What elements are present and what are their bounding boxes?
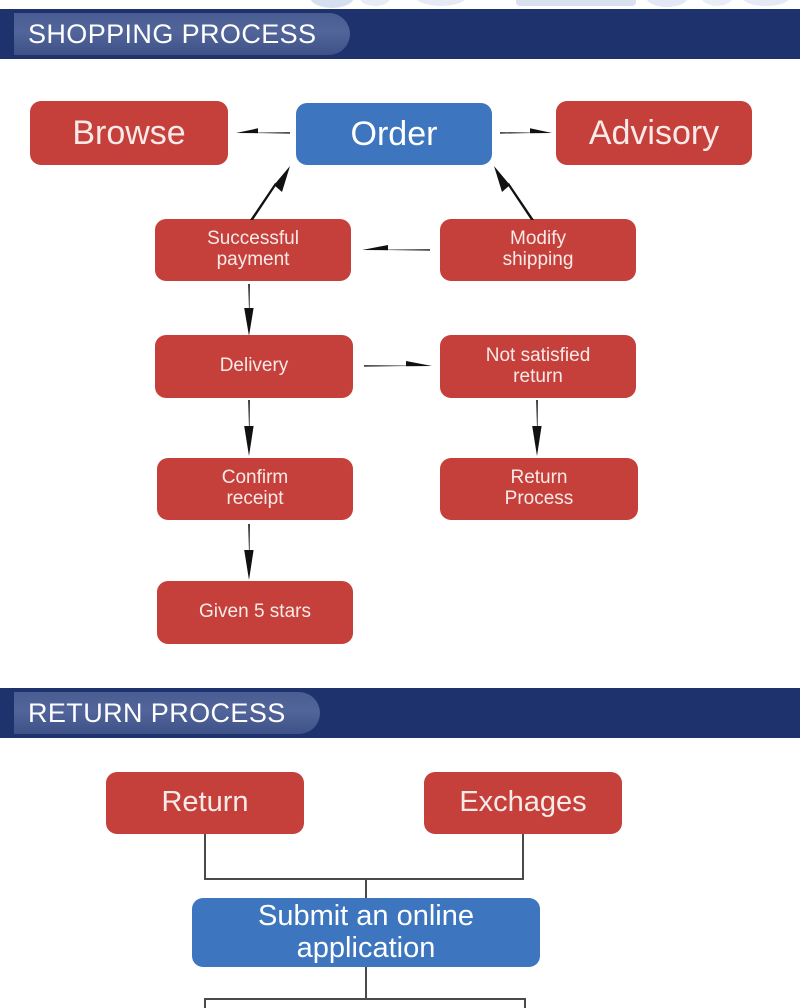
node-advisory[interactable]: Advisory: [556, 101, 752, 165]
connector-merge-to-submit: [365, 878, 367, 900]
connector-submit-down: [365, 967, 367, 999]
node-modify-shipping[interactable]: Modify shipping: [440, 219, 636, 281]
watermark-blob: [516, 0, 636, 6]
arrow-order-to-modify-shipping: [494, 166, 534, 220]
arrow-delivery-to-confirm-receipt: [244, 400, 254, 456]
node-browse[interactable]: Browse: [30, 101, 228, 165]
node-not-satisfied-return-label: Not satisfied return: [485, 344, 591, 387]
watermark-blob: [742, 0, 790, 6]
node-exchages[interactable]: Exchages: [424, 772, 622, 834]
section-header-return-process: RETURN PROCESS: [0, 688, 800, 738]
node-order-label: Order: [350, 114, 438, 153]
node-successful-payment[interactable]: Successful payment: [155, 219, 351, 281]
node-return-process-box-label: Return Process: [504, 467, 574, 509]
arrow-successful-payment-to-delivery: [244, 284, 254, 336]
node-confirm-receipt-label: Confirm receipt: [221, 467, 289, 509]
node-return-label: Return: [161, 786, 249, 819]
node-exchages-label: Exchages: [459, 786, 587, 819]
node-return-process-box[interactable]: Return Process: [440, 458, 638, 520]
node-delivery-label: Delivery: [219, 355, 289, 377]
node-modify-shipping-label: Modify shipping: [502, 228, 574, 270]
arrow-modify-shipping-to-successful-payment: [362, 245, 430, 251]
node-not-satisfied-return[interactable]: Not satisfied return: [440, 335, 636, 398]
arrow-not-satisfied-return-to-return-process: [532, 400, 542, 456]
top-watermark-strip: [0, 0, 800, 9]
node-return[interactable]: Return: [106, 772, 304, 834]
section-header-tab: RETURN PROCESS: [14, 692, 320, 734]
connector-exchages-down: [522, 834, 524, 880]
arrow-order-to-advisory: [500, 128, 552, 134]
watermark-blob: [310, 0, 354, 8]
section-title-return-process: RETURN PROCESS: [28, 697, 286, 728]
node-order[interactable]: Order: [296, 103, 492, 165]
section-title-shopping-process: SHOPPING PROCESS: [28, 18, 317, 49]
node-next-step-cutoff[interactable]: [204, 998, 526, 1008]
watermark-blob: [646, 0, 688, 7]
node-browse-label: Browse: [72, 113, 186, 152]
section-header-shopping-process: SHOPPING PROCESS: [0, 9, 800, 59]
node-given-5-stars[interactable]: Given 5 stars: [157, 581, 353, 644]
watermark-blob: [360, 0, 390, 6]
arrow-confirm-receipt-to-given-5-stars: [244, 524, 254, 580]
arrow-delivery-to-not-satisfied-return: [364, 361, 432, 367]
section-header-tab: SHOPPING PROCESS: [14, 13, 351, 55]
connector-merge-horizontal: [204, 878, 524, 880]
node-confirm-receipt[interactable]: Confirm receipt: [157, 458, 353, 520]
node-given-5-stars-label: Given 5 stars: [199, 601, 311, 623]
watermark-blob: [700, 0, 734, 6]
connector-return-down: [204, 834, 206, 880]
node-advisory-label: Advisory: [588, 113, 720, 152]
node-delivery[interactable]: Delivery: [155, 335, 353, 398]
node-successful-payment-label: Successful payment: [207, 228, 299, 270]
arrow-order-to-browse: [236, 128, 290, 134]
node-submit-online-application-label: Submit an online application: [257, 900, 475, 964]
node-submit-online-application[interactable]: Submit an online application: [192, 898, 540, 967]
arrow-successful-payment-to-order: [250, 166, 290, 220]
watermark-blob: [414, 0, 468, 6]
